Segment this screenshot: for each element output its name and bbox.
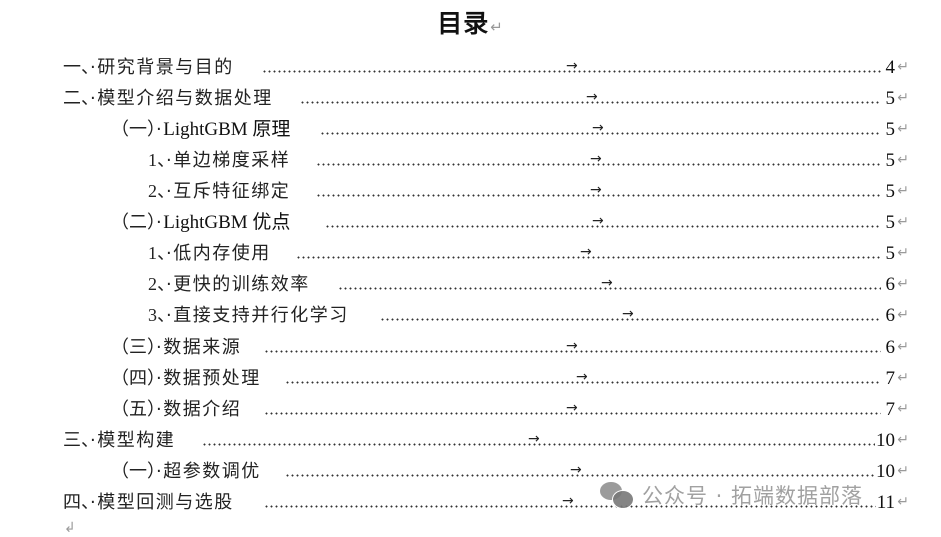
- paragraph-mark-icon: ↵: [490, 18, 504, 36]
- page-number: 10: [875, 456, 895, 487]
- toc-entry[interactable]: （二）·LightGBM 优点 → 5 ↵: [0, 207, 941, 238]
- page-number: 5: [884, 238, 895, 269]
- toc-entry[interactable]: （三）·数据来源 → 6 ↵: [0, 332, 941, 363]
- toc-label: 四、·模型回测与选股: [63, 487, 238, 518]
- page-number: 5: [884, 114, 895, 145]
- toc-label: 1、·单边梯度采样: [148, 145, 295, 176]
- paragraph-mark-icon: ↵: [897, 307, 909, 323]
- tab-arrow-icon: →: [590, 151, 602, 167]
- paragraph-mark-icon: ↵: [897, 90, 909, 106]
- toc-entry[interactable]: 二、·模型介绍与数据处理 → 5 ↵: [0, 83, 941, 114]
- paragraph-mark-icon: ↵: [897, 370, 909, 386]
- toc-label: （二）·LightGBM 优点: [111, 207, 295, 238]
- leader-dots: [316, 163, 881, 166]
- page-number: 5: [884, 145, 895, 176]
- toc-entry[interactable]: （四）·数据预处理 → 7 ↵: [0, 363, 941, 394]
- leader-dots: [338, 287, 881, 290]
- toc-entry[interactable]: 2、·更快的训练效率 → 6 ↵: [0, 269, 941, 300]
- toc-label: （五）·数据介绍: [111, 394, 246, 425]
- leader-dots: [285, 474, 881, 477]
- watermark-text: 公众号 · 拓端数据部落: [642, 484, 864, 508]
- watermark: 公众号 · 拓端数据部落: [600, 480, 863, 510]
- leader-dots: [285, 381, 881, 384]
- leader-dots: [202, 443, 881, 446]
- end-paragraph-mark-icon: ↲: [64, 520, 76, 536]
- toc-label: 2、·互斥特征绑定: [148, 176, 295, 207]
- paragraph-mark-icon: ↵: [897, 339, 909, 355]
- toc-label: （三）·数据来源: [111, 332, 246, 363]
- leader-dots: [296, 256, 881, 259]
- leader-dots: [316, 194, 881, 197]
- leader-dots: [264, 350, 881, 353]
- paragraph-mark-icon: ↵: [897, 183, 909, 199]
- tab-arrow-icon: →: [592, 120, 604, 136]
- paragraph-mark-icon: ↵: [897, 214, 909, 230]
- toc-entry[interactable]: 1、·低内存使用 → 5 ↵: [0, 238, 941, 269]
- tab-arrow-icon: →: [601, 275, 613, 291]
- leader-dots: [380, 318, 881, 321]
- toc-label: 三、·模型构建: [63, 425, 180, 456]
- page-number: 6: [884, 332, 895, 363]
- toc-label: （一）·超参数调优: [111, 456, 265, 487]
- paragraph-mark-icon: ↵: [897, 59, 909, 75]
- toc-label: （四）·数据预处理: [111, 363, 265, 394]
- toc-entry[interactable]: （五）·数据介绍 → 7 ↵: [0, 394, 941, 425]
- tab-arrow-icon: →: [566, 338, 578, 354]
- page-number: 5: [884, 176, 895, 207]
- page-number: 4: [884, 52, 895, 83]
- leader-dots: [325, 225, 881, 228]
- toc-label: 一、·研究背景与目的: [63, 52, 238, 83]
- page-number: 6: [884, 300, 895, 331]
- page-number: 10: [875, 425, 895, 456]
- tab-arrow-icon: →: [566, 400, 578, 416]
- paragraph-mark-icon: ↵: [897, 152, 909, 168]
- page-number: 6: [884, 269, 895, 300]
- paragraph-mark-icon: ↵: [897, 401, 909, 417]
- tab-arrow-icon: →: [570, 462, 582, 478]
- toc-entry[interactable]: （一）·超参数调优 → 10 ↵: [0, 456, 941, 487]
- paragraph-mark-icon: ↵: [897, 276, 909, 292]
- toc-label: 3、·直接支持并行化学习: [148, 300, 353, 331]
- leader-dots: [264, 412, 881, 415]
- page-number: 7: [884, 394, 895, 425]
- tab-arrow-icon: →: [562, 493, 574, 509]
- tab-arrow-icon: →: [528, 431, 540, 447]
- page-number: 5: [884, 207, 895, 238]
- page-number: 7: [884, 363, 895, 394]
- paragraph-mark-icon: ↵: [897, 121, 909, 137]
- tab-arrow-icon: →: [586, 89, 598, 105]
- toc-label: （一）·LightGBM 原理: [111, 114, 295, 145]
- toc-entry[interactable]: 3、·直接支持并行化学习 → 6 ↵: [0, 300, 941, 331]
- page-title: 目录↵: [0, 4, 941, 40]
- tab-arrow-icon: →: [576, 369, 588, 385]
- paragraph-mark-icon: ↵: [897, 245, 909, 261]
- leader-dots: [320, 132, 881, 135]
- leader-dots: [262, 70, 881, 73]
- page-number: 5: [884, 83, 895, 114]
- paragraph-mark-icon: ↵: [897, 463, 909, 479]
- wechat-icon: [600, 482, 634, 509]
- tab-arrow-icon: →: [622, 306, 634, 322]
- toc-entry[interactable]: 四、·模型回测与选股 → 11 ↵: [0, 487, 941, 518]
- tab-arrow-icon: →: [590, 182, 602, 198]
- toc-entry[interactable]: 三、·模型构建 → 10 ↵: [0, 425, 941, 456]
- toc-label: 2、·更快的训练效率: [148, 269, 314, 300]
- page-number: 11: [875, 487, 895, 518]
- toc-label: 二、·模型介绍与数据处理: [63, 83, 277, 114]
- toc-entry[interactable]: 1、·单边梯度采样 → 5 ↵: [0, 145, 941, 176]
- title-text: 目录: [437, 9, 490, 38]
- leader-dots: [300, 101, 881, 104]
- toc-entry[interactable]: （一）·LightGBM 原理 → 5 ↵: [0, 114, 941, 145]
- paragraph-mark-icon: ↵: [897, 432, 909, 448]
- tab-arrow-icon: →: [566, 58, 578, 74]
- tab-arrow-icon: →: [592, 213, 604, 229]
- tab-arrow-icon: →: [580, 244, 592, 260]
- leader-dots: [264, 505, 881, 508]
- toc-entry[interactable]: 一、·研究背景与目的 → 4 ↵: [0, 52, 941, 83]
- paragraph-mark-icon: ↵: [897, 494, 909, 510]
- toc-entry[interactable]: 2、·互斥特征绑定 → 5 ↵: [0, 176, 941, 207]
- toc-label: 1、·低内存使用: [148, 238, 275, 269]
